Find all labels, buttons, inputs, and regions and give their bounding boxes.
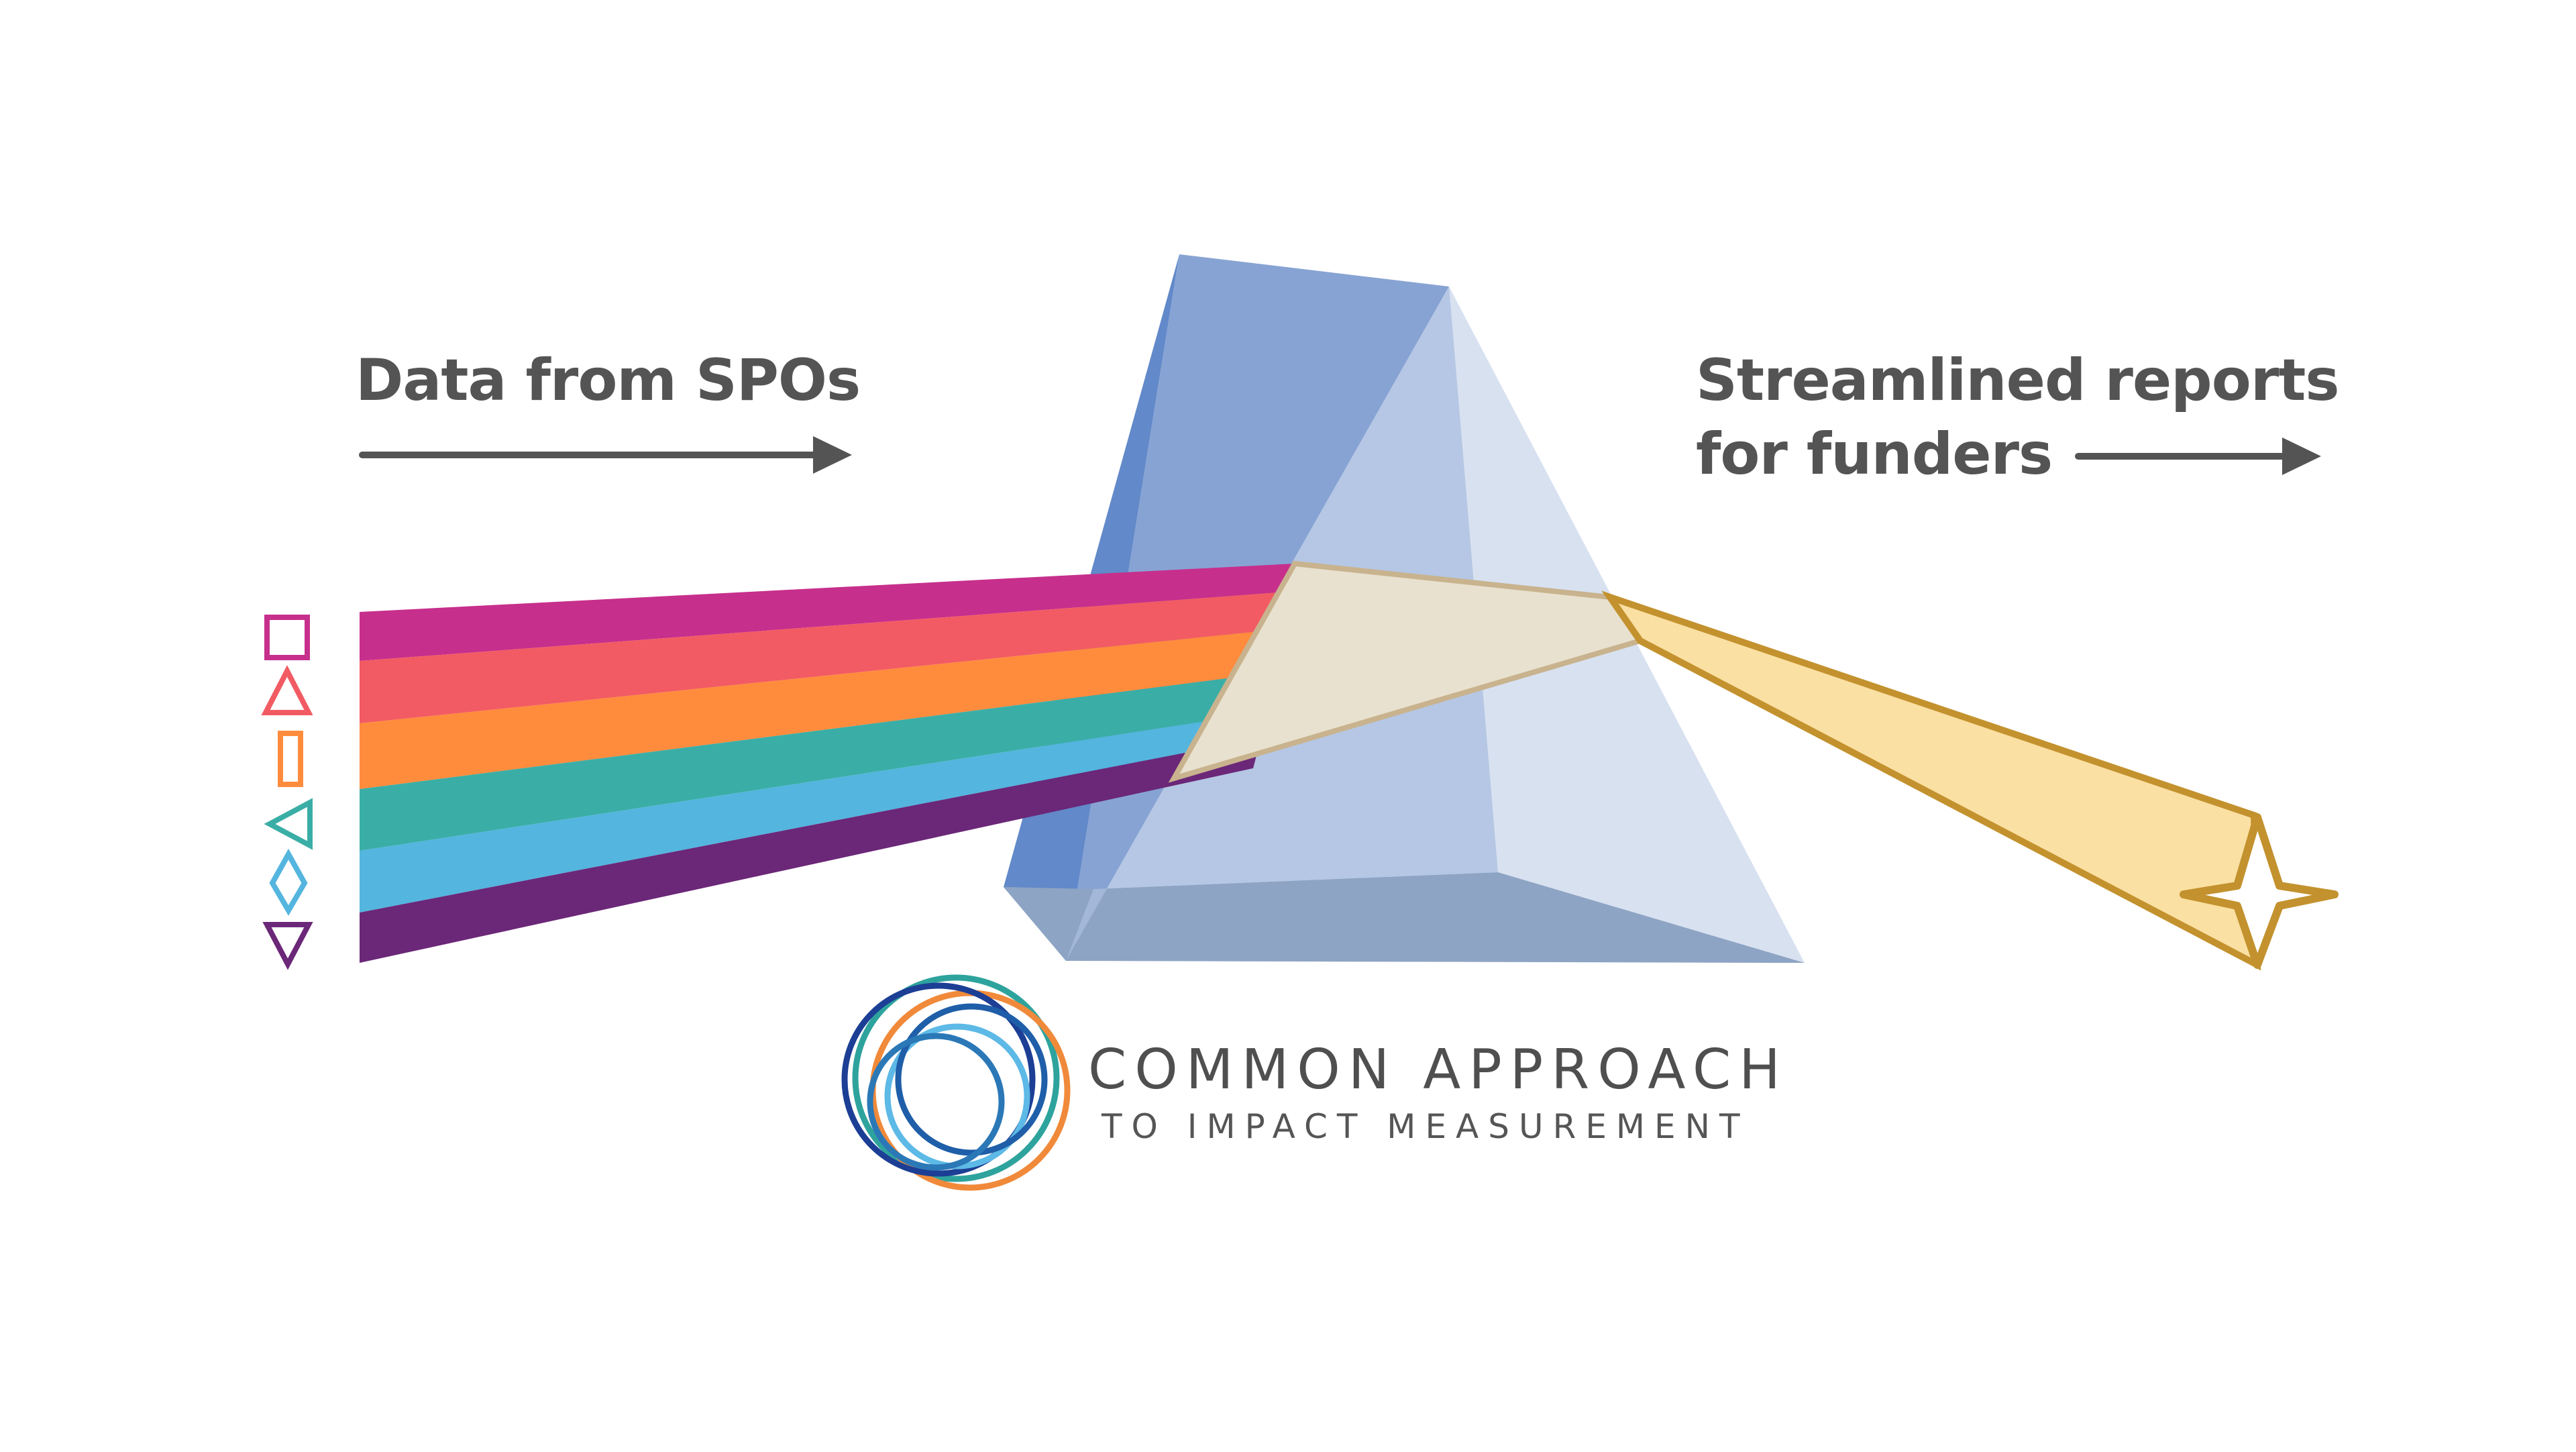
beam-band-coral (360, 590, 1305, 723)
right-label-line-2: for funders (1696, 421, 2053, 488)
logo-ring-teal (852, 974, 1060, 1182)
input-data-beam (360, 564, 1305, 963)
beam-band-orange (360, 627, 1298, 789)
rectangle-icon (278, 731, 303, 787)
logo-title: COMMON APPROACH (1088, 1038, 1788, 1102)
right-label-line-1: Streamlined reports (1696, 347, 2340, 414)
beam-band-purple (360, 738, 1261, 963)
logo-ring-midblue (867, 1033, 1005, 1171)
beam-band-magenta (360, 564, 1305, 661)
triangle-icon (261, 665, 313, 715)
left-triangle-icon (264, 798, 313, 850)
beam-band-teal (360, 671, 1285, 851)
logo-subtitle: TO IMPACT MEASUREMENT (1102, 1107, 1750, 1146)
right-arrow-head (2282, 437, 2321, 475)
beam-band-skyblue (360, 711, 1271, 913)
logo-ring-navy (841, 982, 1036, 1177)
data-symbols (261, 615, 313, 970)
prism-base-face (1004, 872, 1805, 963)
down-triangle-icon (262, 922, 313, 970)
arrows (359, 436, 2321, 475)
left-arrow-head (813, 436, 852, 474)
star-icon (2180, 813, 2339, 969)
square-icon (264, 615, 310, 660)
diamond-icon (269, 848, 308, 916)
logo-ring-blue (895, 1003, 1048, 1156)
logo-mark (841, 974, 1071, 1191)
left-label: Data from SPOs (356, 347, 861, 414)
